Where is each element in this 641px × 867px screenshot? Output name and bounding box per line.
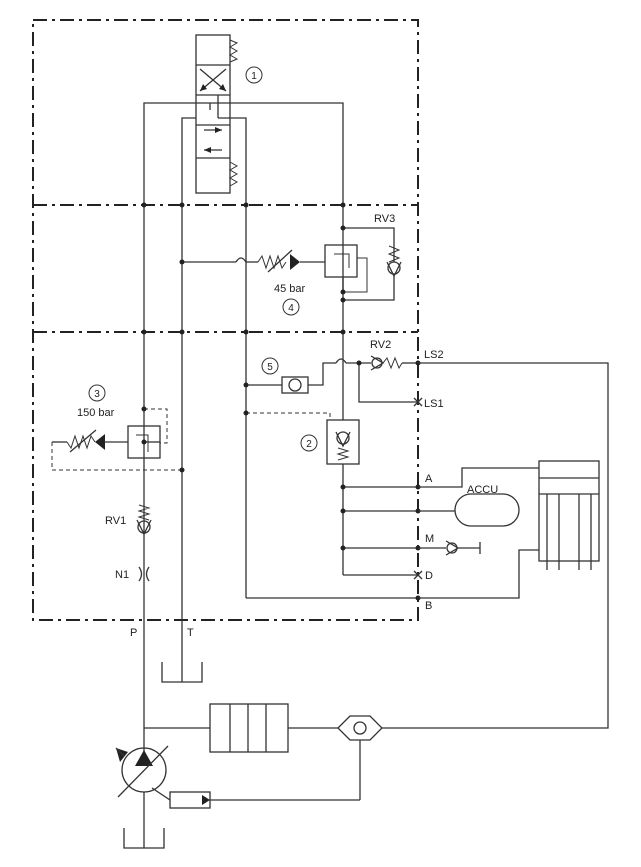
section-3-lines: RV2 — [245, 205, 418, 599]
relief-valve-3 — [51, 408, 182, 471]
gauge-port-m — [418, 540, 481, 556]
accu-label: ACCU — [467, 484, 498, 496]
port-p-label: P — [130, 627, 137, 639]
callout-5: 5 — [261, 357, 279, 375]
port-ls1-label: LS1 — [424, 398, 444, 410]
pump-circuit — [143, 620, 383, 809]
callout-3-label: 3 — [94, 389, 100, 400]
pressure-150-label: 150 bar — [77, 407, 115, 419]
callout-4: 4 — [282, 298, 300, 316]
callout-2-label: 2 — [306, 439, 312, 450]
port-a-label: A — [425, 473, 433, 485]
callout-1-label: 1 — [251, 71, 257, 82]
port-t-label: T — [187, 627, 194, 639]
valve-1-connections — [143, 95, 344, 620]
callout-1: 1 — [245, 66, 263, 84]
rv2-label: RV2 — [370, 339, 391, 351]
callout-3: 3 — [88, 384, 106, 402]
n1-label: N1 — [115, 569, 129, 581]
port-m-label: M — [425, 533, 434, 545]
check-valve-rv3: RV3 — [343, 213, 402, 301]
accumulator: ACCU — [418, 484, 520, 527]
rv3-label: RV3 — [374, 213, 395, 225]
ls2-signal-line — [382, 362, 609, 729]
port-ls2-label: LS2 — [424, 349, 444, 361]
tank-t — [161, 620, 203, 683]
pressure-valve-4 — [182, 244, 368, 293]
check-valve-rv1: RV1 — [105, 504, 152, 536]
callout-2: 2 — [300, 434, 318, 452]
cylinder — [418, 460, 600, 599]
port-b-label: B — [425, 600, 432, 612]
orifice-n1: N1 — [115, 566, 150, 582]
pressure-45-label: 45 bar — [274, 283, 306, 295]
valve-block-outline — [32, 19, 419, 621]
callout-4-label: 4 — [288, 303, 294, 314]
callout-5-label: 5 — [267, 362, 273, 373]
directional-valve-1 — [195, 34, 239, 194]
port-d-label: D — [425, 570, 433, 582]
junction-dots — [141, 202, 421, 601]
plug-marks — [413, 397, 423, 580]
variable-pump — [115, 745, 169, 849]
rv1-label: RV1 — [105, 515, 126, 527]
